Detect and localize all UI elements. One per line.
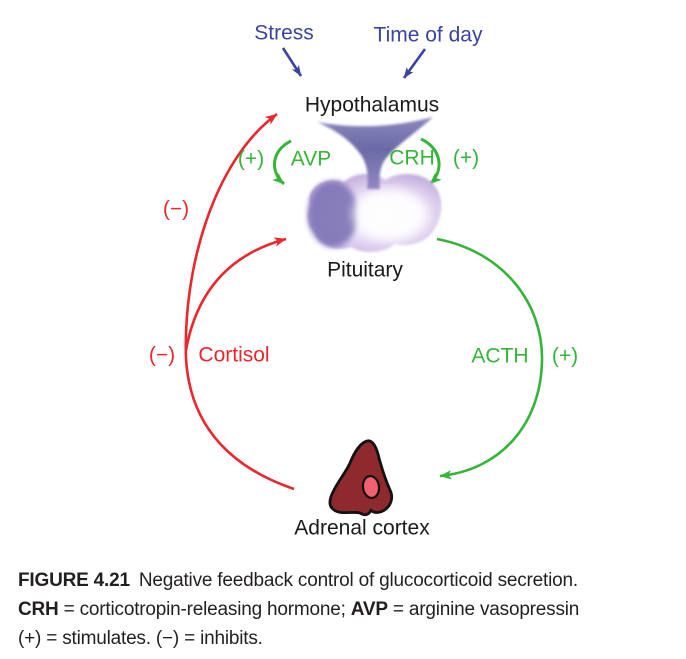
adrenal-cell-illustration bbox=[328, 439, 394, 517]
avp-stimulates-arrow bbox=[272, 139, 292, 186]
cortisol-label: Cortisol bbox=[198, 343, 270, 367]
acth-stimulates-adrenal-arrow bbox=[436, 237, 544, 480]
diagram-art bbox=[184, 47, 544, 517]
plus-sign-acth: (+) bbox=[551, 344, 579, 368]
caption-crh-term: CRH bbox=[18, 599, 59, 620]
plus-sign-avp: (+) bbox=[237, 147, 265, 171]
stress-arrow bbox=[281, 47, 303, 77]
adrenal-cortex-label: Adrenal cortex bbox=[294, 516, 430, 540]
figure-number: FIGURE 4.21 bbox=[18, 570, 130, 591]
cell-nucleus bbox=[361, 474, 381, 500]
time-of-day-arrow bbox=[402, 48, 427, 79]
acth-label: ACTH bbox=[471, 344, 529, 368]
caption-avp-def: = arginine vasopressin bbox=[387, 599, 580, 620]
caption-symbol-key: (+) = stimulates. (−) = inhibits. bbox=[18, 628, 263, 649]
cortisol-inhibits-pituitary-arrow bbox=[184, 237, 287, 351]
caption-avp-term: AVP bbox=[350, 599, 388, 620]
pituitary-label: Pituitary bbox=[327, 258, 403, 282]
stress-label: Stress bbox=[254, 21, 314, 45]
avp-label: AVP bbox=[290, 147, 332, 171]
cortisol-inhibits-hypothalamus-arrow bbox=[184, 112, 295, 491]
caption-sentence: Negative feedback control of glucocortic… bbox=[138, 570, 578, 591]
crh-label: CRH bbox=[389, 146, 435, 170]
crh-stimulates-arrow bbox=[420, 137, 442, 186]
pituitary-illustration bbox=[307, 117, 442, 253]
caption-crh-def: = corticotropin-releasing hormone; bbox=[58, 599, 351, 620]
plus-sign-crh: (+) bbox=[452, 146, 480, 170]
minus-sign-lower: (−) bbox=[148, 343, 176, 367]
minus-sign-upper: (−) bbox=[162, 197, 190, 221]
figure-caption: FIGURE 4.21 Negative feedback control of … bbox=[18, 566, 674, 653]
time-of-day-label: Time of day bbox=[373, 23, 483, 47]
hypothalamus-label: Hypothalamus bbox=[304, 93, 440, 117]
